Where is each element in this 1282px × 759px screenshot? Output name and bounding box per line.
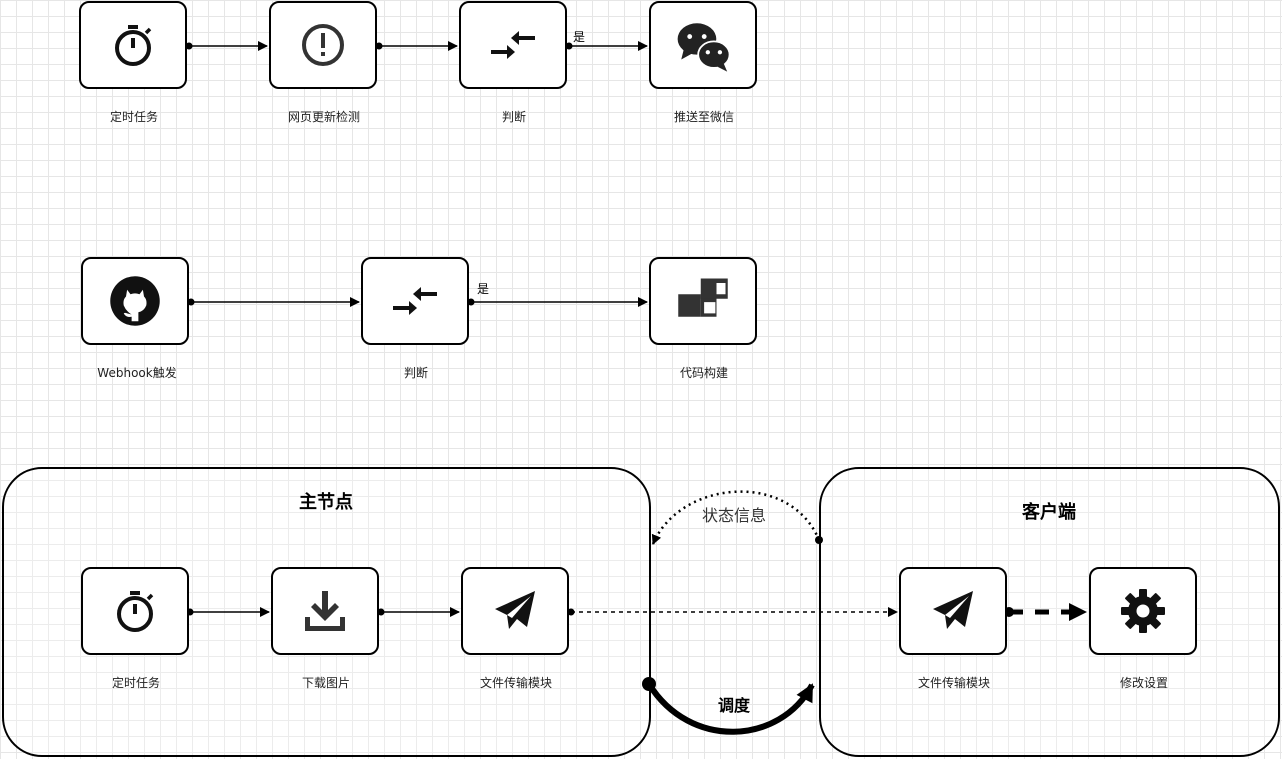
- client-node-file-transfer[interactable]: [899, 567, 1007, 655]
- client-node-file-transfer-label: 文件传输模块: [917, 676, 990, 690]
- master-node-download[interactable]: [271, 567, 379, 655]
- master-node-timer[interactable]: [81, 567, 189, 655]
- client-node-settings-label: 修改设置: [1119, 676, 1168, 690]
- client-title: 客户端: [1022, 502, 1076, 523]
- edge-dispatch: [646, 682, 815, 735]
- master-node-timer-label: 定时任务: [111, 676, 160, 690]
- send-icon: [933, 591, 973, 629]
- build-blocks-icon: [678, 278, 728, 317]
- master-node-title: 主节点: [299, 492, 353, 513]
- edge-label-yes-1: 是: [573, 30, 586, 44]
- compare-arrows-icon: [491, 31, 535, 59]
- node-push-wechat[interactable]: [649, 1, 757, 89]
- node-judge-1[interactable]: [459, 1, 567, 89]
- master-node-download-label: 下载图片: [301, 676, 350, 690]
- node-judge-1-label: 判断: [501, 110, 526, 124]
- node-page-update-check-label: 网页更新检测: [287, 110, 360, 124]
- send-icon: [495, 591, 535, 629]
- flow2-edges: [187, 297, 648, 307]
- node-timer-label: 定时任务: [109, 110, 158, 124]
- node-judge-2[interactable]: [361, 257, 469, 345]
- node-page-update-check[interactable]: [269, 1, 377, 89]
- master-node-file-transfer-label: 文件传输模块: [479, 676, 552, 690]
- node-judge-2-label: 判断: [403, 366, 428, 380]
- node-timer[interactable]: [79, 1, 187, 89]
- master-node-file-transfer[interactable]: [461, 567, 569, 655]
- edge-label-yes-2: 是: [477, 282, 490, 296]
- flow3-edges: [186, 490, 1087, 735]
- node-code-build[interactable]: [649, 257, 757, 345]
- node-webhook[interactable]: [81, 257, 189, 345]
- edge-label-dispatch: 调度: [718, 696, 751, 715]
- gear-icon: [1121, 589, 1165, 633]
- edge-status-info: [651, 490, 821, 545]
- github-icon: [110, 276, 160, 326]
- compare-arrows-icon: [393, 287, 437, 315]
- node-push-wechat-label: 推送至微信: [673, 110, 734, 124]
- timer-icon: [117, 591, 154, 632]
- node-webhook-label: Webhook触发: [97, 366, 177, 380]
- flow1-edges: [185, 41, 648, 51]
- client-node-settings[interactable]: [1089, 567, 1197, 655]
- wechat-icon: [677, 23, 731, 72]
- alert-icon: [302, 24, 344, 66]
- node-code-build-label: 代码构建: [679, 366, 728, 380]
- timer-icon: [115, 25, 152, 66]
- edge-label-status-info: 状态信息: [702, 506, 767, 525]
- download-icon: [305, 591, 345, 631]
